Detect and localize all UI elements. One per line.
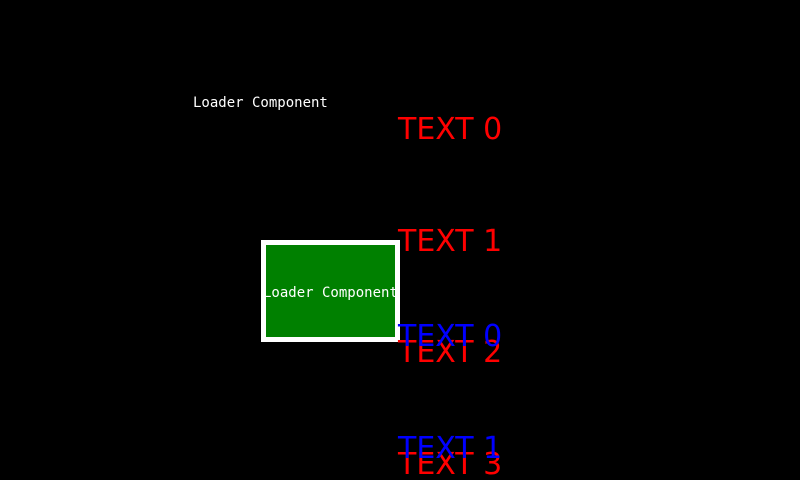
text-column-blue: TEXT 0 TEXT 1 TEXT 2 TEXT 3 TEXT 4 [398, 246, 502, 480]
loader-component-caption: Loader Component [193, 95, 328, 111]
text-column-red: TEXT 0 TEXT 1 TEXT 2 TEXT 3 TEXT 4 [398, 39, 502, 480]
text-line: TEXT 1 [398, 430, 503, 466]
loader-component-panel[interactable]: Loader Component [261, 240, 400, 342]
text-line: TEXT 2 [398, 335, 503, 370]
text-line: TEXT 1 [398, 223, 503, 259]
text-line: TEXT 0 [398, 112, 503, 147]
text-line: TEXT 3 [398, 446, 503, 480]
loader-panel-label: Loader Component [263, 285, 398, 301]
text-line: TEXT 0 [398, 319, 503, 354]
